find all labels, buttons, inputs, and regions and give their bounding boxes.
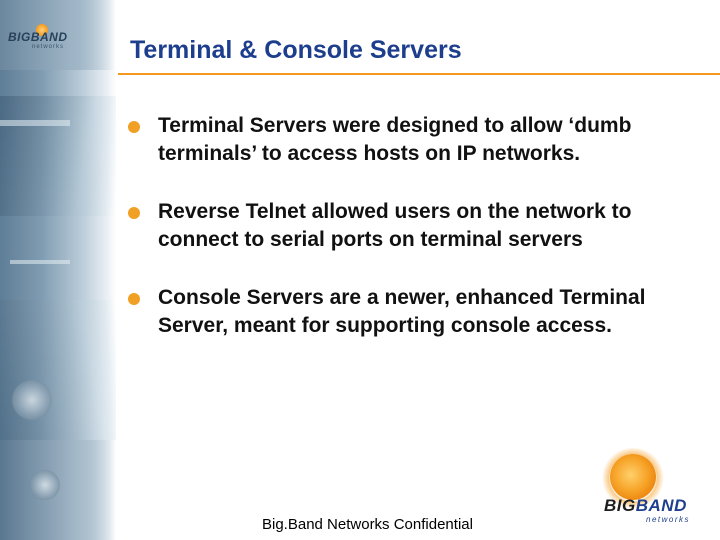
connector-image — [30, 470, 60, 500]
small-watermark-logo: BIGBAND networks — [8, 24, 88, 54]
bullet-item: Terminal Servers were designed to allow … — [128, 112, 688, 168]
bigband-logo: BIGBAND networks — [600, 448, 710, 524]
small-logo-wordmark: BIGBAND — [8, 30, 68, 44]
bullet-list: Terminal Servers were designed to allow … — [128, 112, 688, 370]
slide-title: Terminal & Console Servers — [130, 36, 462, 64]
bullet-text: Terminal Servers were designed to allow … — [158, 114, 632, 165]
photo-band — [0, 96, 116, 216]
decorative-photo-strip: BIGBAND networks — [0, 0, 116, 540]
footer-confidential: Big.Band Networks Confidential — [262, 516, 473, 533]
photo-detail — [0, 120, 70, 126]
bullet-dot-icon — [128, 207, 140, 219]
sun-icon — [610, 454, 656, 500]
logo-wordmark: BIGBAND — [604, 496, 687, 515]
connector-image — [12, 380, 52, 420]
bullet-dot-icon — [128, 293, 140, 305]
photo-detail — [10, 260, 70, 264]
logo-subtext: networks — [646, 515, 691, 524]
bullet-dot-icon — [128, 121, 140, 133]
bullet-item: Console Servers are a newer, enhanced Te… — [128, 284, 688, 340]
sun-icon — [36, 24, 48, 36]
photo-band — [0, 0, 116, 70]
small-logo-subtext: networks — [32, 44, 65, 50]
bullet-text: Reverse Telnet allowed users on the netw… — [158, 200, 632, 251]
bullet-item: Reverse Telnet allowed users on the netw… — [128, 198, 688, 254]
bullet-text: Console Servers are a newer, enhanced Te… — [158, 286, 646, 337]
title-underline — [118, 73, 720, 75]
photo-band — [0, 300, 116, 440]
